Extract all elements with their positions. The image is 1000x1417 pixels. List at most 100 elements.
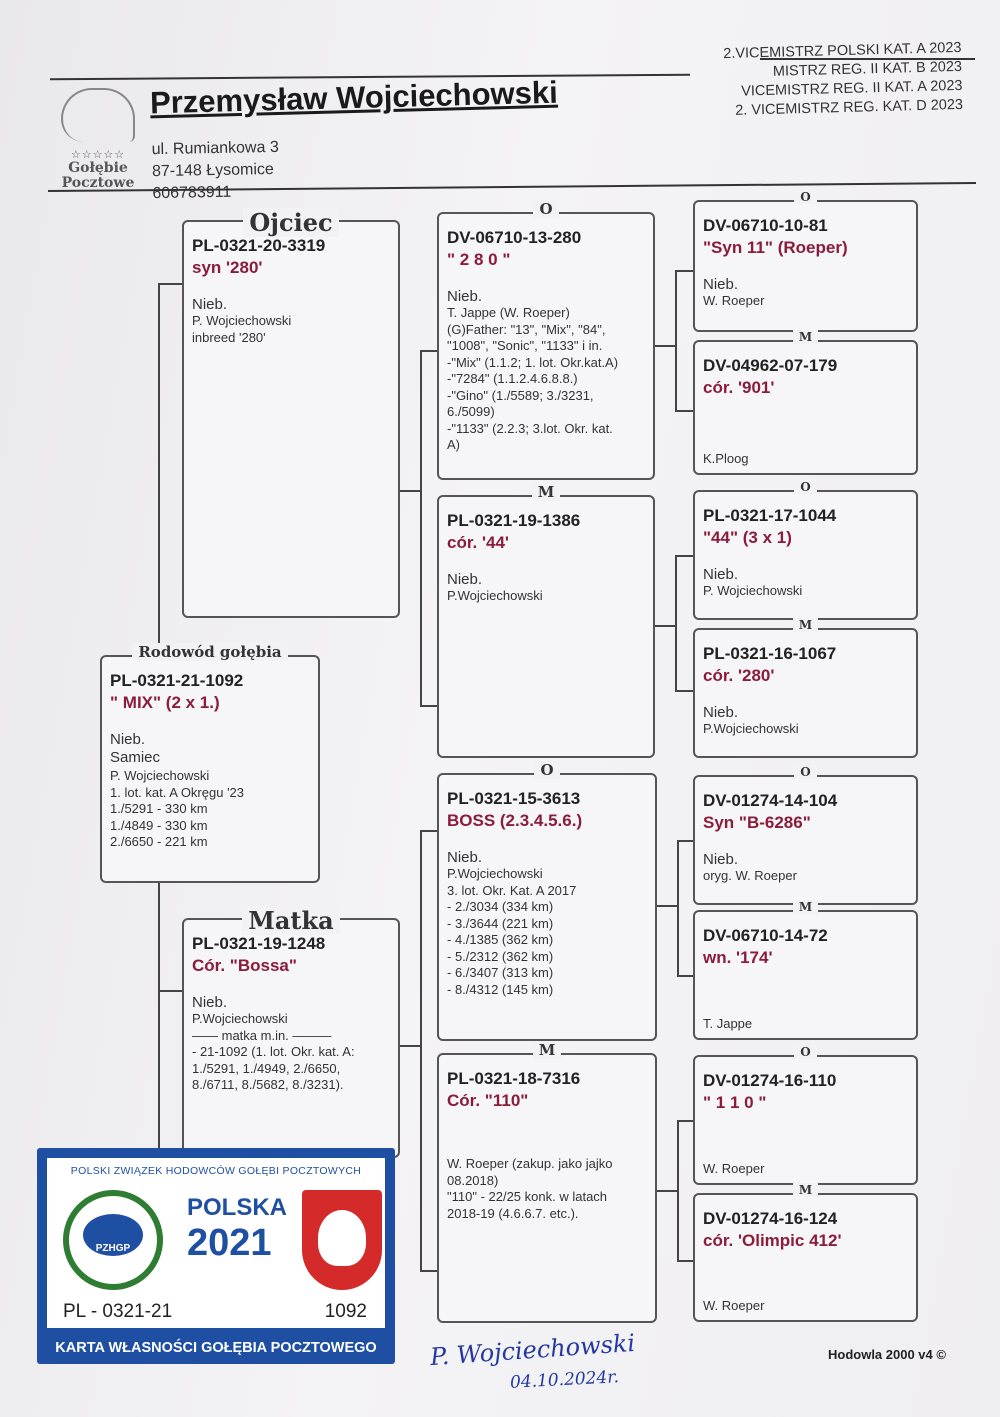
- detail-line: K.Ploog: [703, 450, 749, 466]
- address-street: ul. Rumiankowa 3: [151, 138, 279, 159]
- box-tag: Rodowód gołębia: [102, 643, 318, 662]
- pigeon-color: [703, 986, 908, 1003]
- connector-line: [158, 990, 182, 992]
- detail-line: W. Roeper: [703, 293, 765, 308]
- pigeon-name: " 2 8 0 ": [447, 250, 511, 269]
- connector-line: [420, 830, 437, 832]
- pigeon-color: Nieb.: [447, 571, 483, 588]
- connector-line: [677, 975, 695, 977]
- pigeon-color: Nieb.: [447, 288, 483, 305]
- box-tag-label: Rodowód gołębia: [132, 643, 288, 661]
- box-tag: O: [695, 763, 916, 781]
- ring-number: DV-04962-07-179: [703, 356, 838, 375]
- detail-line: -"Mix" (1.1.2; 1. lot. Okr.kat.A): [447, 354, 619, 370]
- pigeon-details: P. Wojciechowski: [703, 583, 908, 600]
- connector-line: [420, 830, 422, 1270]
- box-tag-label: O: [794, 1045, 817, 1059]
- detail-line: - 3./3644 (221 km): [447, 915, 554, 931]
- box-tag-label: M: [792, 330, 819, 344]
- box-tag-label: M: [531, 483, 561, 501]
- connector-line: [677, 1120, 695, 1122]
- connector-line: [158, 882, 160, 1152]
- connector-line: [675, 690, 693, 692]
- pigeon-name: cór. 'Olimpic 412': [703, 1231, 842, 1250]
- pigeon-details: P.Wojciechowski—— matka m.in. ———- 21-10…: [192, 1011, 390, 1094]
- pigeon-name: " 1 1 0 ": [703, 1093, 767, 1112]
- detail-line: W. Roeper: [703, 1160, 765, 1176]
- pigeon-color: [703, 416, 908, 433]
- detail-line: - 6./3407 (313 km): [447, 965, 554, 980]
- detail-line: W. Roeper: [703, 1297, 765, 1313]
- card-header: POLSKI ZWIĄZEK HODOWCÓW GOŁĘBI POCZTOWYC…: [70, 1165, 362, 1177]
- ring-number: PL-0321-19-1248: [192, 934, 326, 953]
- detail-line: 2018-19 (4.6.6.7. etc.).: [447, 1205, 579, 1221]
- box-tag: Ojciec: [184, 208, 398, 237]
- detail-line: 2./6650 - 221 km: [110, 834, 208, 849]
- detail-line: 1. lot. kat. A Okręgu '23: [110, 784, 245, 800]
- pigeon-details: P.Wojciechowski: [703, 721, 908, 738]
- pigeon-name: "44" (3 x 1): [703, 528, 792, 547]
- ring-number: PL-0321-18-7316: [447, 1069, 581, 1088]
- box-tag-label: Matka: [242, 906, 340, 935]
- pedigree-box-mmm: M DV-01274-16-124 cór. 'Olimpic 412' W. Roe…: [693, 1183, 918, 1322]
- ring-number: PL-0321-20-3319: [192, 236, 326, 255]
- detail-line: T. Jappe: [703, 1015, 753, 1031]
- detail-line: 8./6711, 8./5682, 8./3231).: [192, 1077, 344, 1092]
- box-tag-label: O: [794, 765, 817, 779]
- connector-line: [677, 1120, 679, 1260]
- pigeon-name: cór. '901': [703, 378, 775, 397]
- card-country: POLSKA: [187, 1194, 288, 1221]
- detail-line: P.Wojciechowski: [447, 866, 543, 881]
- box-tag-label: O: [534, 761, 560, 779]
- pigeon-name: syn '280': [192, 258, 263, 277]
- ring-number: PL-0321-21-1092: [110, 671, 244, 690]
- detail-line: 08.2018): [447, 1172, 499, 1188]
- box-tag-label: M: [532, 1041, 562, 1059]
- pigeon-color: Nieb.: [703, 851, 739, 868]
- pigeon-name: "Syn 11" (Roeper): [703, 238, 848, 257]
- ring-number: DV-01274-14-104: [703, 791, 838, 810]
- detail-line: 1./5291 - 330 km: [110, 801, 208, 816]
- header-top-rule-right: [760, 58, 975, 60]
- connector-line: [420, 1270, 437, 1272]
- connector-line: [657, 1190, 677, 1192]
- ring-number: DV-01274-16-124: [703, 1209, 838, 1228]
- phone-number: 606783911: [152, 183, 232, 203]
- pigeon-color: [447, 1129, 647, 1146]
- connector-line: [420, 350, 437, 352]
- ring-number: PL-0321-19-1386: [447, 511, 581, 530]
- detail-line: 1./5291, 1./4949, 2./6650,: [192, 1060, 341, 1076]
- pigeon-color: Nieb.: [703, 566, 739, 583]
- card-year: 2021: [187, 1222, 272, 1264]
- connector-line: [400, 1045, 420, 1047]
- signature-date: 04.10.2024r.: [509, 1367, 620, 1393]
- connector-line: [158, 283, 160, 655]
- detail-line: "1008", "Sonic", "1133" i in.: [447, 338, 603, 353]
- ring-number: PL-0321-16-1067: [703, 644, 837, 663]
- box-tag-label: M: [792, 1183, 819, 1197]
- box-tag: M: [695, 1181, 916, 1199]
- detail-line: P.Wojciechowski: [703, 721, 799, 736]
- polish-eagle-icon: [302, 1190, 382, 1290]
- box-tag: O: [695, 188, 916, 206]
- box-tag-label: O: [794, 480, 817, 494]
- connector-line: [677, 840, 679, 975]
- connector-line: [675, 270, 677, 410]
- detail-line: Samiec: [110, 749, 161, 766]
- connector-line: [677, 840, 695, 842]
- pigeon-details: oryg. W. Roeper: [703, 868, 908, 885]
- detail-line: 3. lot. Okr. Kat. A 2017: [447, 882, 577, 898]
- pigeon-color: Nieb.: [110, 731, 146, 748]
- pzhgp-emblem-icon: PZHGP: [63, 1190, 163, 1290]
- box-tag: M: [439, 1041, 655, 1060]
- ring-number: DV-01274-16-110: [703, 1071, 837, 1090]
- pigeon-name: Cór. "Bossa": [192, 956, 297, 975]
- box-tag: O: [695, 478, 916, 496]
- detail-line: "110" - 22/25 konk. w latach: [447, 1189, 608, 1204]
- logo-text: Gołębie: [68, 160, 128, 176]
